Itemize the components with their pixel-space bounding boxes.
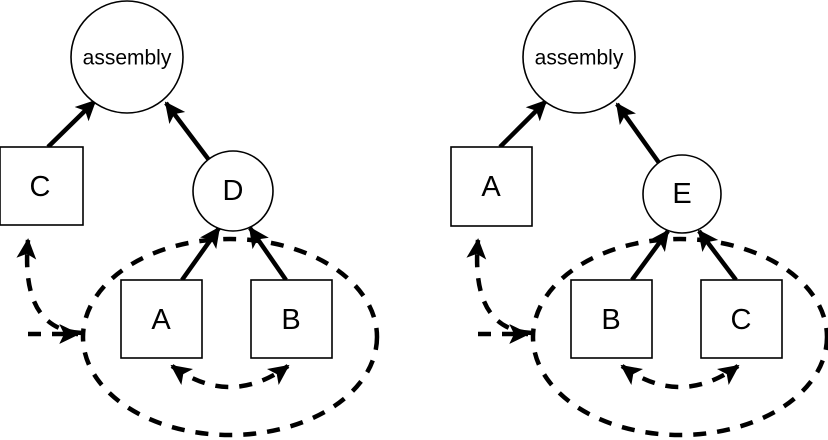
left-edge-d-to-assembly — [164, 101, 214, 166]
right-node-e-label: E — [672, 178, 691, 210]
left-node-assembly-label: assembly — [83, 47, 172, 70]
right-node-b[interactable] — [570, 279, 653, 359]
left-diagram: assembly C D A B — [0, 0, 380, 438]
left-node-a[interactable] — [120, 279, 203, 359]
right-node-assembly[interactable] — [522, 0, 636, 114]
right-diagram: assembly A E B C — [450, 0, 828, 438]
right-node-c-label: C — [731, 304, 752, 336]
right-node-a-label: A — [481, 171, 501, 203]
left-group-to-c-dashed-edge — [16, 238, 83, 336]
right-edge-a-to-assembly — [498, 99, 548, 149]
left-node-c-label: C — [30, 171, 51, 203]
right-edge-c-to-e — [697, 229, 738, 282]
left-edge-b-to-d — [248, 226, 288, 282]
left-edge-c-to-assembly — [46, 99, 97, 149]
right-node-a[interactable] — [450, 146, 533, 227]
right-edge-e-to-assembly — [615, 102, 664, 169]
left-node-d[interactable] — [192, 150, 274, 232]
left-node-d-label: D — [223, 175, 244, 207]
left-ab-bidirectional-dashed-edge — [170, 364, 290, 390]
right-node-b-label: B — [601, 304, 620, 336]
left-edge-a-to-d — [180, 226, 221, 282]
left-node-b-label: B — [281, 304, 300, 336]
right-node-c[interactable] — [700, 279, 783, 359]
left-node-a-label: A — [151, 304, 171, 336]
left-group-ellipse — [80, 236, 380, 438]
right-group-to-a-dashed-edge — [466, 238, 533, 336]
right-node-assembly-label: assembly — [535, 47, 624, 70]
right-node-e[interactable] — [642, 154, 722, 234]
right-group-ellipse — [530, 236, 828, 438]
left-node-assembly[interactable] — [70, 0, 184, 114]
left-node-c[interactable] — [0, 146, 84, 226]
right-edge-b-to-e — [630, 229, 670, 282]
left-node-b[interactable] — [250, 279, 333, 359]
right-bc-bidirectional-dashed-edge — [620, 364, 740, 390]
